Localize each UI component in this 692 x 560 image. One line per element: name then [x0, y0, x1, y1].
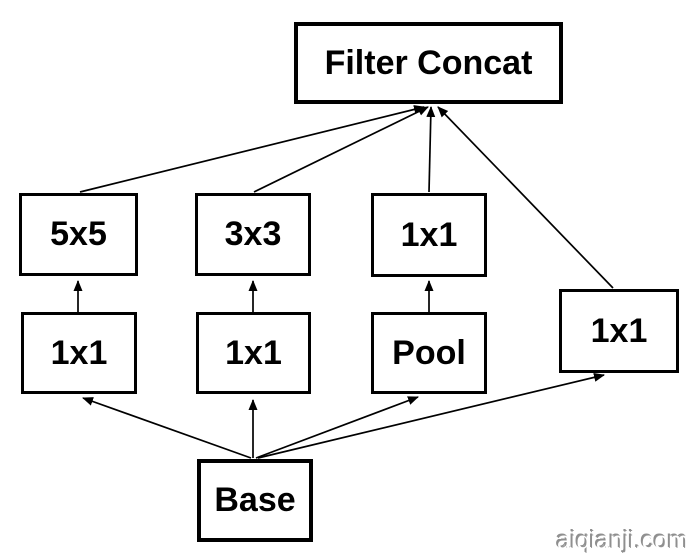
node-conv1x1-left: 1x1: [21, 312, 137, 394]
edge-base-to-1x1left: [82, 397, 252, 459]
node-conv1x1-mid: 1x1: [196, 312, 311, 394]
node-conv5x5-label: 5x5: [50, 215, 107, 253]
node-base-label: Base: [214, 481, 296, 519]
node-pool: Pool: [371, 312, 487, 394]
edge-3x3-to-filterconcat: [253, 106, 429, 193]
node-conv1x1-left-label: 1x1: [50, 333, 108, 372]
edge-5x5-to-filterconcat: [79, 105, 425, 193]
node-pool-label: Pool: [392, 333, 466, 372]
node-conv1x1-right-label: 1x1: [590, 311, 648, 350]
node-conv1x1-mid-label: 1x1: [225, 333, 282, 372]
node-filter-concat-label: Filter Concat: [324, 43, 533, 82]
watermark-text: aiqianji.com: [556, 527, 689, 555]
node-base: Base: [197, 459, 313, 542]
node-conv3x3: 3x3: [195, 193, 311, 276]
node-conv1x1-top: 1x1: [371, 193, 487, 277]
node-filter-concat: Filter Concat: [294, 22, 563, 104]
node-conv1x1-top-label: 1x1: [400, 215, 458, 254]
node-conv5x5: 5x5: [19, 193, 138, 276]
node-conv3x3-label: 3x3: [224, 215, 282, 253]
edge-base-to-pool: [255, 396, 419, 459]
edge-1x1top-to-filterconcat: [426, 106, 436, 193]
node-conv1x1-right: 1x1: [559, 289, 679, 373]
